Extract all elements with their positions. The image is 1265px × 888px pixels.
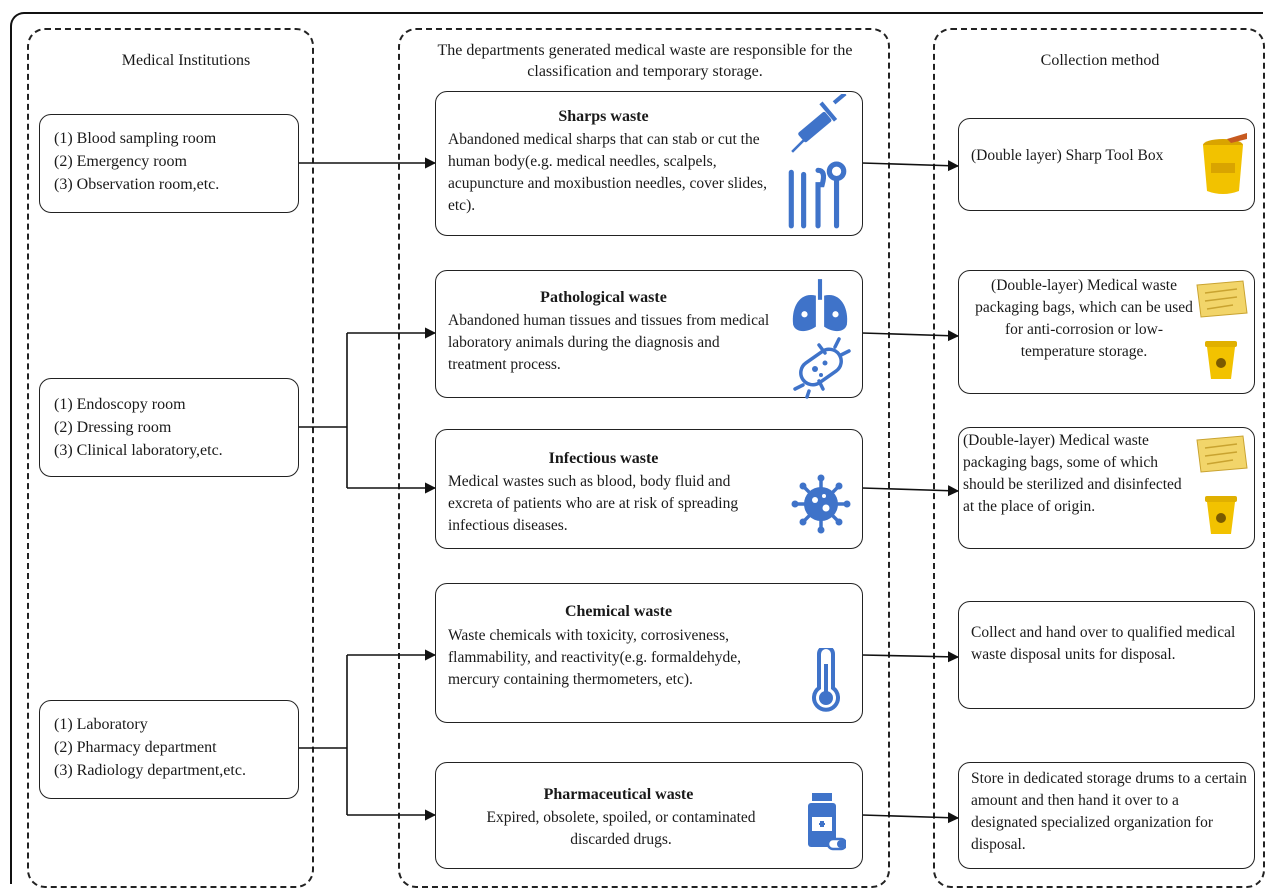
institution-line: (2) Emergency room xyxy=(54,153,187,170)
collection-box-1: (Double layer) Sharp Tool Box xyxy=(958,118,1255,211)
waste-box-pathological: Pathological waste Abandoned human tissu… xyxy=(435,270,863,399)
arrow-chemical-collect xyxy=(861,651,960,663)
institution-line: (3) Clinical laboratory,etc. xyxy=(54,442,223,459)
institution-line: (1) Blood sampling room xyxy=(54,130,217,147)
waste-box-pharmaceutical: Pharmaceutical waste Expired, obsolete, … xyxy=(435,762,863,869)
surgical-tools-icon xyxy=(788,161,847,229)
waste-bag-icon xyxy=(1196,280,1248,318)
waste-title: Chemical waste xyxy=(564,603,673,620)
arrow-infectious-collect xyxy=(861,485,960,497)
waste-bin-icon xyxy=(1205,341,1237,379)
outer-frame xyxy=(10,12,1263,884)
waste-title: Pharmaceutical waste xyxy=(543,786,694,803)
institution-line: (3) Observation room,etc. xyxy=(54,176,220,193)
column-institutions xyxy=(27,28,314,888)
medicine-bottle-icon xyxy=(808,793,846,851)
arrow-sharps-collect xyxy=(861,160,960,172)
institution-line: (3) Radiology department,etc. xyxy=(54,762,246,779)
waste-description: Medical wastes such as blood, body fluid… xyxy=(448,473,739,534)
waste-box-sharps: Sharps waste Abandoned medical sharps th… xyxy=(435,91,863,236)
virus-icon xyxy=(791,474,851,534)
institution-line: (1) Endoscopy room xyxy=(54,396,186,413)
institution-box-2: (1) Endoscopy room (2) Dressing room (3)… xyxy=(39,378,299,477)
sharps-container-icon xyxy=(1203,133,1247,194)
collection-box-5: Store in dedicated storage drums to a ce… xyxy=(958,762,1255,869)
waste-description: Expired, obsolete, spoiled, or contamina… xyxy=(486,809,756,848)
waste-title: Sharps waste xyxy=(558,108,649,125)
institution-box-3: (1) Laboratory (2) Pharmacy department (… xyxy=(39,700,299,799)
syringe-icon xyxy=(791,94,847,153)
waste-title: Pathological waste xyxy=(540,289,667,306)
institution-line: (2) Dressing room xyxy=(54,419,172,436)
arrow-pathological-collect xyxy=(861,330,960,342)
column-collection xyxy=(933,28,1265,888)
waste-box-infectious: Infectious waste Medical wastes such as … xyxy=(435,429,863,549)
collection-box-2: (Double-layer) Medical waste packaging b… xyxy=(958,270,1255,394)
departments-title: The departments generated medical waste … xyxy=(437,42,853,80)
institutions-title: Medical Institutions xyxy=(121,52,251,69)
bacteria-icon xyxy=(793,337,851,399)
waste-box-chemical: Chemical waste Waste chemicals with toxi… xyxy=(435,583,863,723)
thermometer-icon xyxy=(812,648,840,712)
arrow-pharmaceutical-collect xyxy=(861,812,960,824)
collection-text: Collect and hand over to qualified medic… xyxy=(971,624,1236,663)
waste-description: Waste chemicals with toxicity, corrosive… xyxy=(448,627,741,688)
waste-title: Infectious waste xyxy=(548,450,659,467)
collection-text: (Double layer) Sharp Tool Box xyxy=(971,147,1164,164)
collection-box-4: Collect and hand over to qualified medic… xyxy=(958,601,1255,709)
lungs-icon xyxy=(792,279,848,332)
waste-description: Abandoned medical sharps that can stab o… xyxy=(448,131,767,214)
institution-line: (1) Laboratory xyxy=(54,716,148,733)
waste-bin-icon xyxy=(1205,496,1237,534)
institution-box-1: (1) Blood sampling room (2) Emergency ro… xyxy=(39,114,299,213)
collection-text: Store in dedicated storage drums to a ce… xyxy=(971,770,1247,853)
collection-box-3: (Double-layer) Medical waste packaging b… xyxy=(958,427,1255,549)
institution-line: (2) Pharmacy department xyxy=(54,739,217,756)
collection-text: (Double-layer) Medical waste packaging b… xyxy=(963,432,1182,515)
waste-bag-icon xyxy=(1196,435,1248,473)
waste-description: Abandoned human tissues and tissues from… xyxy=(448,312,770,373)
column-departments xyxy=(398,28,890,888)
collection-text: (Double-layer) Medical waste packaging b… xyxy=(975,277,1193,360)
collection-title: Collection method xyxy=(1040,52,1160,69)
